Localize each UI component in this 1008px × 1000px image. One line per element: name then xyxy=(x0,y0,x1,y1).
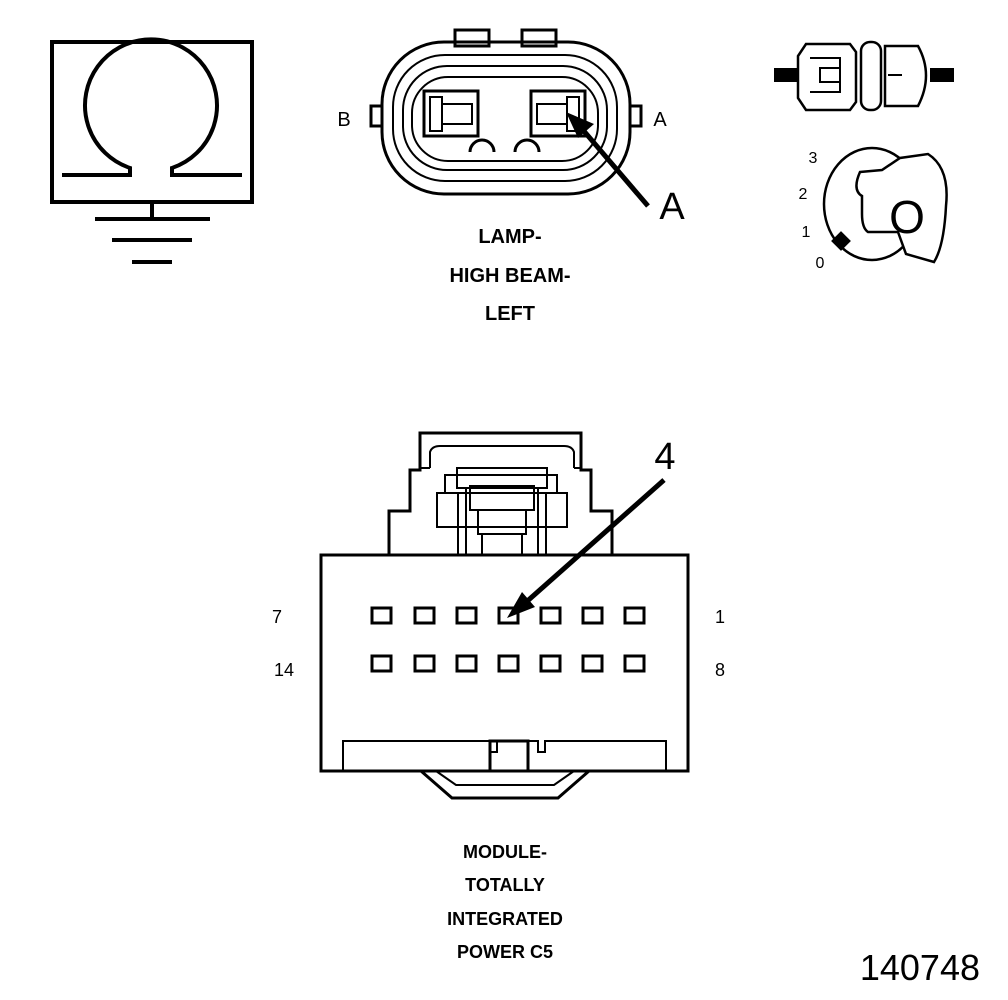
cavity-2 xyxy=(581,606,604,625)
cavity-14 xyxy=(370,654,393,673)
callout-arrow-line-4 xyxy=(522,478,666,606)
connector-latch-right xyxy=(520,28,558,48)
module-connector-lip xyxy=(420,769,590,800)
module-connector-housing-top xyxy=(321,431,688,557)
key-letter: O xyxy=(889,191,925,243)
lamp-connector: B A A LAMP- HIGH BEAM- LEFT xyxy=(337,28,685,325)
connector-body-ring-3 xyxy=(411,76,599,162)
row-label-top-right: 1 xyxy=(715,607,725,627)
module-title-line-4: POWER C5 xyxy=(457,942,553,962)
key-head-icon xyxy=(855,152,948,264)
lamp-cavity-label-b: B xyxy=(337,109,350,131)
connector-seal xyxy=(859,40,883,112)
connector-side-tab-right xyxy=(628,104,643,128)
module-connector-body xyxy=(319,553,690,773)
switch-position-0: 0 xyxy=(816,255,825,272)
wire-stub-right xyxy=(930,68,954,82)
figure-number: 140748 xyxy=(860,947,980,988)
lamp-title-line-1: LAMP- xyxy=(478,226,541,248)
connector-latch-left xyxy=(453,28,491,48)
cavity-9 xyxy=(581,654,604,673)
cavity-8 xyxy=(623,654,646,673)
row-label-bottom-right: 8 xyxy=(715,660,725,680)
cavity-7 xyxy=(370,606,393,625)
callout-arrow-line-a xyxy=(581,128,650,208)
module-cavity-grid xyxy=(370,606,646,673)
connector-disconnect-icon xyxy=(774,40,954,112)
lamp-title-line-2: HIGH BEAM- xyxy=(449,265,570,287)
female-half xyxy=(883,44,928,108)
callout-arrowhead-a xyxy=(566,112,594,138)
connector-side-tab-left xyxy=(369,104,384,128)
connector-body-ring-1 xyxy=(392,54,618,182)
cavity-13 xyxy=(413,654,436,673)
lamp-cavity-label-a: A xyxy=(653,109,667,131)
terminal-b xyxy=(422,89,480,138)
connector-body-outer xyxy=(380,40,632,196)
switch-position-2: 2 xyxy=(799,186,808,203)
ohm-icon xyxy=(62,37,242,177)
cavity-6 xyxy=(413,606,436,625)
cavity-12 xyxy=(455,654,478,673)
connector-body-ring-2 xyxy=(402,65,608,171)
cavity-3 xyxy=(539,606,562,625)
switch-position-1: 1 xyxy=(802,224,811,241)
module-title-line-3: INTEGRATED xyxy=(447,909,563,929)
module-latch-outer xyxy=(444,474,558,494)
lamp-title-line-3: LEFT xyxy=(485,303,535,325)
cavity-5 xyxy=(455,606,478,625)
row-label-top-left: 7 xyxy=(272,607,282,627)
module-title-line-2: TOTALLY xyxy=(465,875,545,895)
cavity-11 xyxy=(497,654,520,673)
cavity-10 xyxy=(539,654,562,673)
switch-position-3: 3 xyxy=(809,150,818,167)
lamp-callout-label: A xyxy=(659,186,685,228)
ohmmeter-ground-symbol xyxy=(50,37,254,264)
module-callout-label: 4 xyxy=(654,436,675,478)
cavity-1 xyxy=(623,606,646,625)
callout-arrowhead-4 xyxy=(507,592,535,618)
module-connector-key xyxy=(342,740,667,771)
ohmmeter-box xyxy=(50,40,254,204)
module-connector: 4 7 1 14 8 MODULE- TOTALLY INTEGRATED PO… xyxy=(272,431,725,962)
module-title-line-1: MODULE- xyxy=(463,842,547,862)
row-label-bottom-left: 14 xyxy=(274,660,294,680)
cavity-4 xyxy=(497,606,520,625)
polarization-bump-left xyxy=(468,138,496,153)
wire-stub-left xyxy=(774,68,798,82)
ignition-switch-icon: O 3 2 1 0 xyxy=(799,146,948,272)
polarization-bump-right xyxy=(513,138,541,153)
